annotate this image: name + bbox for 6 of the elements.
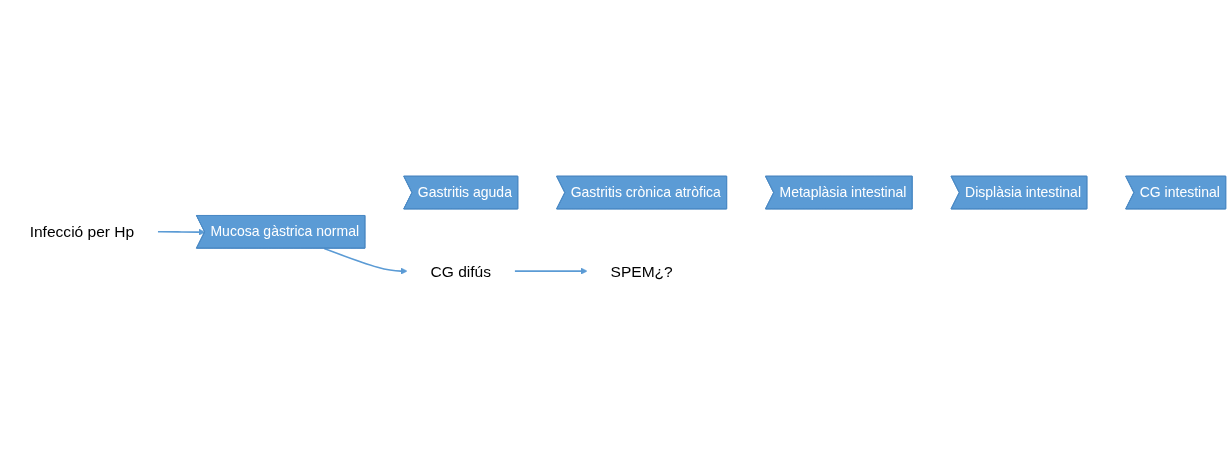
- node-text: SPEM¿?: [610, 262, 673, 280]
- node-text: Infecció per Hp: [29, 222, 135, 241]
- arrow: [156, 228, 206, 236]
- arrow: [323, 247, 408, 275]
- node-text: CG difús: [430, 262, 492, 280]
- arrow: [513, 267, 588, 275]
